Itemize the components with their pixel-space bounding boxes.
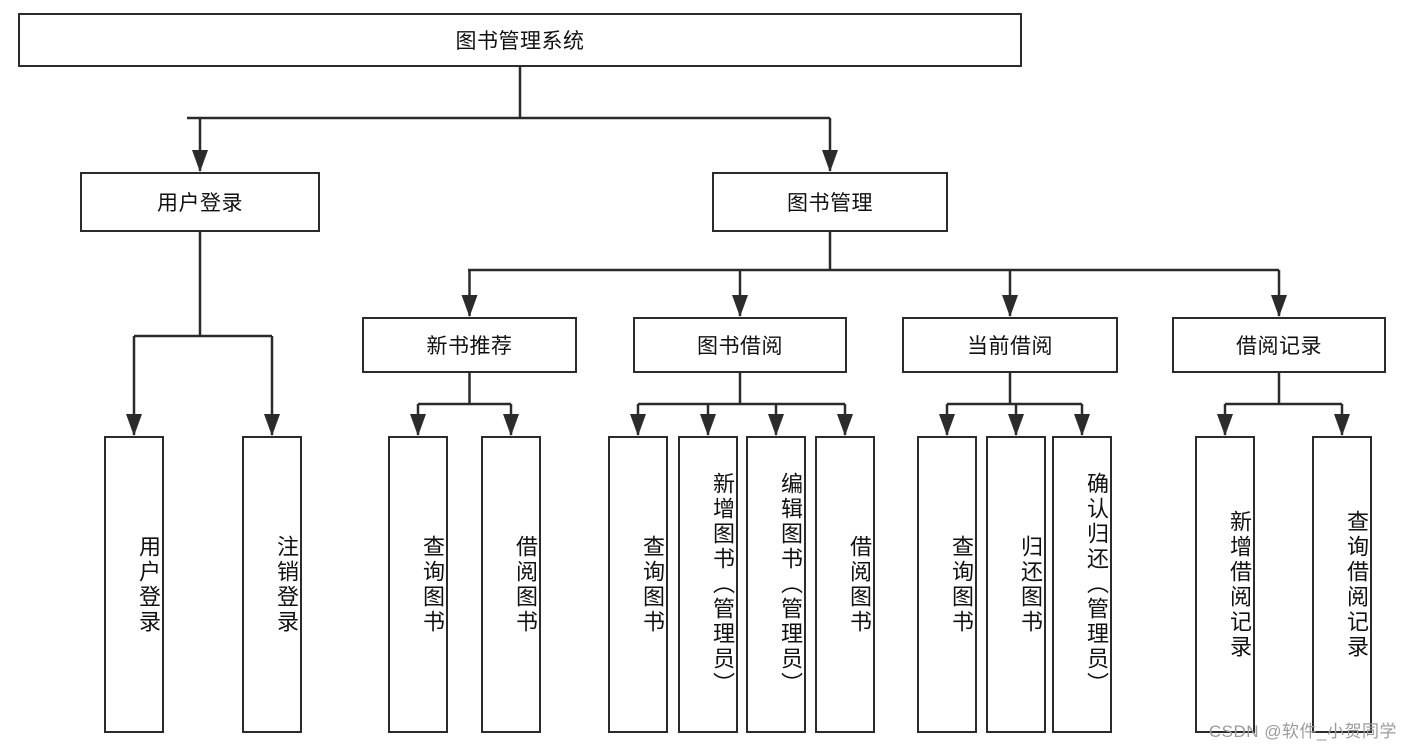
node-leaf-user-login[interactable]: 用户登录 bbox=[104, 436, 164, 733]
node-label: 借阅记录 bbox=[1236, 335, 1322, 358]
arrowhead-leaf-query-book-1 bbox=[410, 414, 426, 436]
node-book-borrow[interactable]: 图书借阅 bbox=[633, 317, 847, 373]
node-leaf-return-book[interactable]: 归还图书 bbox=[986, 436, 1046, 733]
node-label: 新增借阅记录 bbox=[1227, 509, 1252, 660]
arrowhead-borrow-record bbox=[1271, 295, 1287, 317]
node-label: 当前借阅 bbox=[967, 335, 1053, 358]
arrowhead-leaf-borrow-book-2 bbox=[837, 414, 853, 436]
arrowhead-leaf-return-book bbox=[1008, 414, 1024, 436]
node-leaf-edit-book[interactable]: 编辑图书（管理员） bbox=[746, 436, 806, 733]
arrowhead-leaf-query-book-3 bbox=[939, 414, 955, 436]
arrowhead-leaf-user-logout bbox=[264, 414, 280, 436]
arrowhead-book-borrow bbox=[732, 295, 748, 317]
node-label: 图书管理系统 bbox=[455, 30, 585, 53]
node-label: 注销登录 bbox=[274, 534, 299, 635]
node-label: 查询图书 bbox=[640, 534, 665, 635]
arrowhead-leaf-edit-book bbox=[768, 414, 784, 436]
arrowhead-leaf-add-record bbox=[1217, 414, 1233, 436]
arrowhead-leaf-user-login bbox=[126, 414, 142, 436]
arrowhead-leaf-add-book bbox=[700, 414, 716, 436]
node-new-book-rec[interactable]: 新书推荐 bbox=[362, 317, 577, 373]
node-label: 借阅图书 bbox=[847, 534, 872, 635]
node-label: 编辑图书（管理员） bbox=[778, 472, 803, 697]
node-borrow-record[interactable]: 借阅记录 bbox=[1172, 317, 1386, 373]
node-label: 用户登录 bbox=[136, 534, 161, 635]
arrowhead-user-login bbox=[192, 150, 208, 172]
arrowhead-new-book-rec bbox=[461, 295, 478, 317]
arrowhead-book-manage bbox=[822, 150, 838, 172]
node-label: 图书借阅 bbox=[697, 335, 783, 358]
node-leaf-add-book[interactable]: 新增图书（管理员） bbox=[678, 436, 738, 733]
node-leaf-add-record[interactable]: 新增借阅记录 bbox=[1195, 436, 1255, 733]
node-leaf-confirm-return[interactable]: 确认归还（管理员） bbox=[1052, 436, 1112, 733]
node-label: 归还图书 bbox=[1018, 534, 1043, 635]
node-label: 图书管理 bbox=[787, 192, 873, 215]
node-label: 用户登录 bbox=[157, 192, 243, 215]
node-user-login[interactable]: 用户登录 bbox=[80, 172, 320, 232]
node-leaf-borrow-book-2[interactable]: 借阅图书 bbox=[815, 436, 875, 733]
arrowhead-leaf-borrow-book-1 bbox=[503, 414, 519, 436]
node-book-manage[interactable]: 图书管理 bbox=[712, 172, 948, 232]
node-current-borrow[interactable]: 当前借阅 bbox=[902, 317, 1118, 373]
arrowhead-leaf-query-book-2 bbox=[630, 414, 646, 436]
node-label: 查询图书 bbox=[420, 534, 445, 635]
node-label: 确认归还（管理员） bbox=[1084, 472, 1109, 697]
node-root[interactable]: 图书管理系统 bbox=[18, 13, 1022, 67]
node-label: 查询借阅记录 bbox=[1344, 509, 1369, 660]
arrowhead-current-borrow bbox=[1002, 295, 1018, 317]
node-leaf-query-record[interactable]: 查询借阅记录 bbox=[1312, 436, 1372, 733]
node-label: 查询图书 bbox=[949, 534, 974, 635]
node-leaf-borrow-book-1[interactable]: 借阅图书 bbox=[481, 436, 541, 733]
node-leaf-query-book-1[interactable]: 查询图书 bbox=[388, 436, 448, 733]
node-label: 新增图书（管理员） bbox=[710, 472, 735, 697]
node-label: 借阅图书 bbox=[513, 534, 538, 635]
node-leaf-user-logout[interactable]: 注销登录 bbox=[242, 436, 302, 733]
node-leaf-query-book-3[interactable]: 查询图书 bbox=[917, 436, 977, 733]
arrowhead-leaf-confirm-return bbox=[1074, 414, 1090, 436]
node-label: 新书推荐 bbox=[426, 335, 513, 358]
arrowhead-leaf-query-record bbox=[1334, 414, 1350, 436]
watermark: CSDN @软件_小贺同学 bbox=[1208, 722, 1397, 741]
node-leaf-query-book-2[interactable]: 查询图书 bbox=[608, 436, 668, 733]
